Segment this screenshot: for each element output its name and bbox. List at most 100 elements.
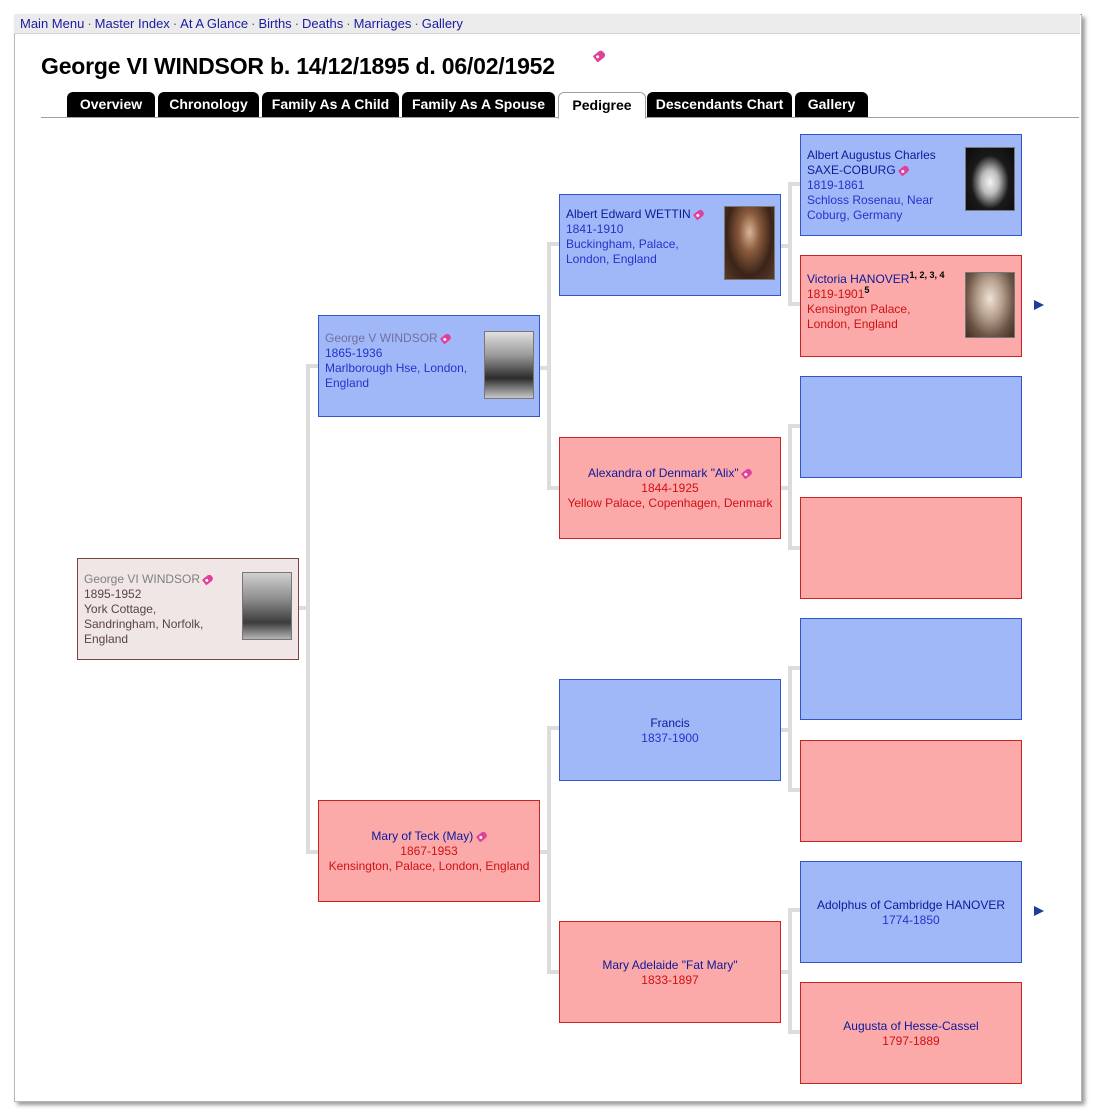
person-place: Yellow Palace, Copenhagen, Denmark xyxy=(567,496,773,510)
photo-thumbnail[interactable] xyxy=(965,147,1015,211)
nav-separator: · xyxy=(172,16,178,31)
tag-icon[interactable] xyxy=(897,164,911,177)
connector-line xyxy=(788,426,792,550)
photo-thumbnail[interactable] xyxy=(724,206,775,280)
person-name-link[interactable]: Victoria HANOVER xyxy=(807,272,910,286)
person-place: England xyxy=(325,376,370,390)
tag-icon[interactable] xyxy=(740,467,754,480)
person-name-link[interactable]: Augusta of Hesse-Cassel xyxy=(843,1019,979,1033)
person-name-link[interactable]: SAXE-COBURG xyxy=(807,163,896,177)
person-dates: 1865-1936 xyxy=(325,346,383,360)
expand-arrow-icon[interactable] xyxy=(1034,300,1044,310)
tag-icon[interactable] xyxy=(475,830,488,843)
person-box-great-grandfather-7[interactable]: Adolphus of Cambridge HANOVER 1774-1850 xyxy=(800,861,1022,963)
nav-separator: · xyxy=(251,16,256,31)
person-name-link[interactable]: George V WINDSOR xyxy=(325,331,438,345)
connector-line xyxy=(788,182,800,186)
source-citation[interactable]: 1, 2, 3, 4 xyxy=(909,270,945,280)
person-place: England xyxy=(84,632,129,646)
nav-gallery[interactable]: Gallery xyxy=(421,16,463,31)
connector-line xyxy=(539,366,549,370)
tab-family-as-a-child[interactable]: Family As A Child xyxy=(262,92,399,117)
tab-family-as-a-spouse[interactable]: Family As A Spouse xyxy=(402,92,555,117)
person-box-empty xyxy=(800,376,1022,478)
person-dates: 1844-1925 xyxy=(641,481,699,495)
person-box-empty xyxy=(800,740,1022,842)
connector-line xyxy=(788,184,792,306)
person-box-father[interactable]: George V WINDSOR 1865-1936 Marlborough H… xyxy=(318,315,540,417)
page-title-text: George VI WINDSOR b. 14/12/1895 d. 06/02… xyxy=(41,53,555,79)
connector-line xyxy=(788,302,800,306)
person-dates: 1867-1953 xyxy=(400,844,458,858)
person-box-paternal-grandmother[interactable]: Alexandra of Denmark "Alix" 1844-1925 Ye… xyxy=(559,437,781,539)
person-name-link[interactable]: Mary of Teck (May) xyxy=(371,829,474,843)
photo-thumbnail[interactable] xyxy=(242,572,292,640)
connector-line xyxy=(306,850,318,854)
tag-icon[interactable] xyxy=(692,208,706,221)
connector-line xyxy=(539,850,549,854)
nav-separator: · xyxy=(87,16,92,31)
top-navigation: Main Menu·Master Index·At A Glance·Birth… xyxy=(14,14,1080,34)
connector-line xyxy=(547,486,559,490)
person-box-maternal-grandmother[interactable]: Mary Adelaide "Fat Mary" 1833-1897 xyxy=(559,921,781,1023)
person-place: Marlborough Hse, London, xyxy=(325,361,468,375)
person-box-empty xyxy=(800,618,1022,720)
person-box-maternal-grandfather[interactable]: Francis 1837-1900 xyxy=(559,679,781,781)
person-box-empty xyxy=(800,497,1022,599)
source-citation[interactable]: 5 xyxy=(864,285,870,295)
nav-master-index[interactable]: Master Index xyxy=(94,16,170,31)
tab-descendants-chart[interactable]: Descendants Chart xyxy=(647,92,792,117)
connector-line xyxy=(788,424,800,428)
person-name-link[interactable]: George VI WINDSOR xyxy=(84,572,201,586)
tab-overview[interactable]: Overview xyxy=(67,92,155,117)
connector-line xyxy=(306,366,310,854)
person-name-link[interactable]: Albert Augustus Charles xyxy=(807,148,936,162)
tab-pedigree[interactable]: Pedigree xyxy=(558,92,646,119)
person-box-great-grandmother-7[interactable]: Augusta of Hesse-Cassel 1797-1889 xyxy=(800,982,1022,1084)
person-dates: 1797-1889 xyxy=(882,1034,940,1048)
nav-separator: · xyxy=(414,16,419,31)
connector-line xyxy=(547,726,559,730)
nav-marriages[interactable]: Marriages xyxy=(353,16,412,31)
person-box-mother[interactable]: Mary of Teck (May) 1867-1953 Kensington,… xyxy=(318,800,540,902)
connector-line xyxy=(788,1030,800,1034)
person-box-self[interactable]: George VI WINDSOR 1895-1952 York Cottage… xyxy=(77,558,299,660)
connector-line xyxy=(547,728,551,974)
photo-thumbnail[interactable] xyxy=(965,272,1015,338)
connector-line xyxy=(547,244,551,490)
person-place: York Cottage, xyxy=(84,602,157,616)
connector-line xyxy=(298,606,308,610)
nav-main-menu[interactable]: Main Menu xyxy=(20,16,85,31)
expand-arrow-icon[interactable] xyxy=(1034,906,1044,916)
nav-separator: · xyxy=(346,16,351,31)
person-box-paternal-grandfather[interactable]: Albert Edward WETTIN 1841-1910 Buckingha… xyxy=(559,194,781,296)
connector-line xyxy=(547,242,559,246)
person-name-link[interactable]: Francis xyxy=(650,716,690,730)
tab-gallery[interactable]: Gallery xyxy=(795,92,868,117)
person-place: Coburg, Germany xyxy=(807,208,903,222)
connector-line xyxy=(780,244,790,248)
nav-deaths[interactable]: Deaths xyxy=(302,16,344,31)
connector-line xyxy=(780,970,790,974)
person-name-link[interactable]: Adolphus of Cambridge HANOVER xyxy=(816,898,1006,912)
tab-chronology[interactable]: Chronology xyxy=(158,92,259,117)
nav-at-a-glance[interactable]: At A Glance xyxy=(180,16,249,31)
person-box-great-grandfather-1[interactable]: Albert Augustus Charles SAXE-COBURG 1819… xyxy=(800,134,1022,236)
nav-separator: · xyxy=(294,16,300,31)
nav-births[interactable]: Births xyxy=(258,16,292,31)
connector-line xyxy=(547,970,559,974)
connector-line xyxy=(788,788,800,792)
person-name-link[interactable]: Alexandra of Denmark "Alix" xyxy=(588,466,739,480)
tag-icon[interactable] xyxy=(202,573,215,586)
person-name-link[interactable]: Albert Edward WETTIN xyxy=(566,207,691,221)
person-dates: 1819-1901 xyxy=(807,287,865,301)
connector-line xyxy=(788,546,800,550)
person-place: London, England xyxy=(807,317,898,331)
person-name-link[interactable]: Mary Adelaide "Fat Mary" xyxy=(602,958,738,972)
person-dates: 1841-1910 xyxy=(566,222,624,236)
photo-thumbnail[interactable] xyxy=(484,331,534,399)
person-box-great-grandmother-1[interactable]: Victoria HANOVER1, 2, 3, 4 1819-19015 Ke… xyxy=(800,255,1022,357)
person-place: Kensington, Palace, London, England xyxy=(328,859,530,873)
connector-line xyxy=(788,668,792,792)
tag-icon[interactable] xyxy=(439,332,453,345)
